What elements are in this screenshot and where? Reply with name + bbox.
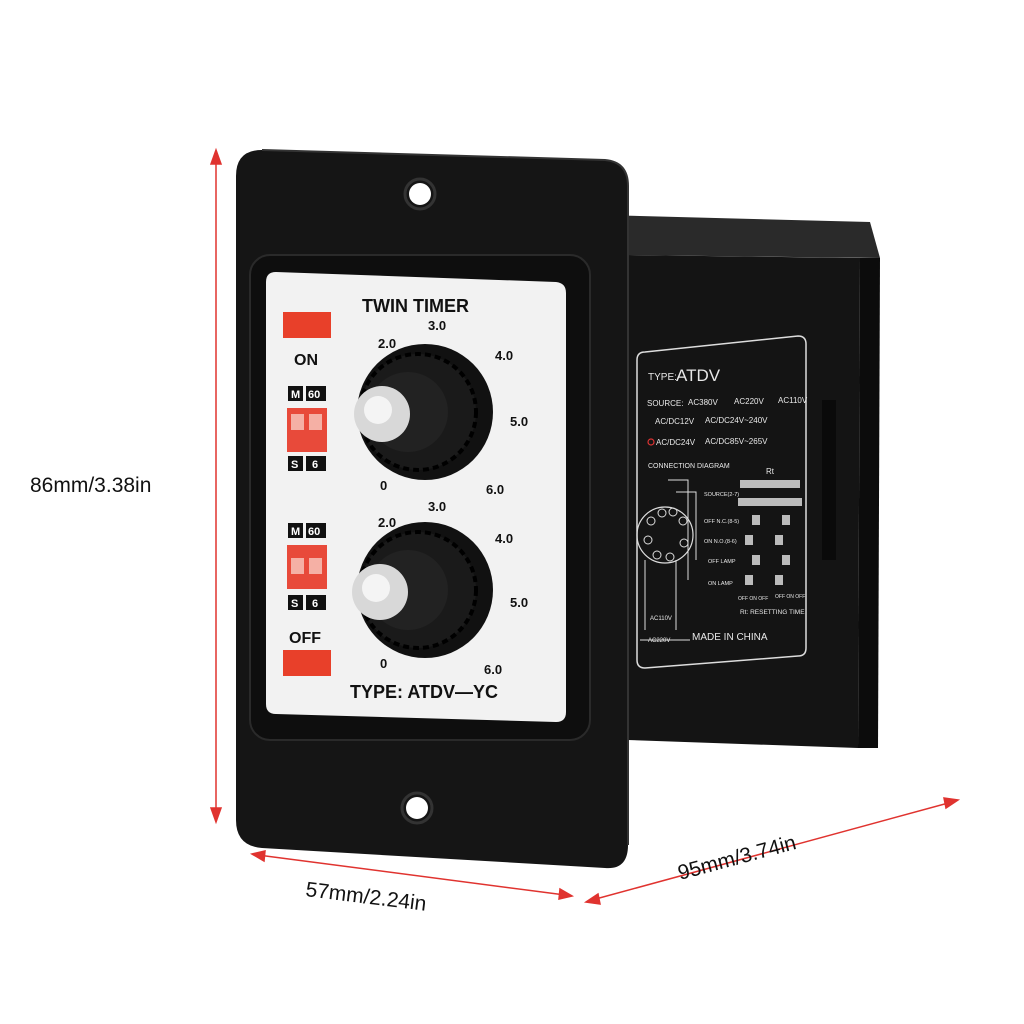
ac110-label: AC110V [650, 616, 672, 622]
row-off-lamp: OFF LAMP [708, 559, 736, 565]
source-acdc85-265: AC/DC85V~265V [705, 437, 768, 446]
dial-top-4: 4.0 [495, 348, 513, 363]
on-label: ON [294, 352, 318, 369]
range-switch-top[interactable]: M 60 S 6 [287, 386, 327, 471]
off-label: OFF [289, 630, 321, 647]
socket-diagram [636, 506, 694, 564]
dial-top-2: 2.0 [378, 336, 396, 351]
row-off-nc: OFF N.C.(8-5) [704, 519, 739, 525]
dial-top-6: 6.0 [486, 482, 504, 497]
dial-bottom-5: 5.0 [510, 595, 528, 610]
off-on-off-2: OFF ON OFF [775, 594, 805, 600]
dial-bottom-0: 0 [380, 656, 387, 671]
source-prefix: SOURCE: [647, 399, 683, 408]
selected-source-marker [647, 438, 655, 446]
depth-dimension-line [591, 801, 953, 901]
rt-label: Rt [766, 467, 775, 476]
dial-bottom-2: 2.0 [378, 515, 396, 530]
row-on-lamp: ON LAMP [708, 581, 733, 587]
type-label: TYPE: ATDV—YC [350, 682, 498, 702]
dial-bottom[interactable] [352, 522, 493, 658]
off-on-off-1: OFF ON OFF [738, 596, 768, 602]
mounting-hole-bottom [406, 797, 428, 819]
width-dimension-line [257, 854, 566, 896]
on-indicator [283, 312, 331, 338]
panel-title: TWIN TIMER [362, 296, 469, 316]
resetting-time: Rt: RESETTING TIME [740, 609, 805, 616]
switch-60: 60 [308, 389, 320, 401]
switch-s: S [291, 459, 298, 471]
source-acdc24: AC/DC24V [656, 438, 696, 447]
dial-top-5: 5.0 [510, 414, 528, 429]
switch-6: 6 [312, 598, 318, 610]
face-panel: TWIN TIMER ON OFF TYPE: ATDV—YC M 60 S 6… [266, 272, 566, 722]
timing-chart: Rt [738, 467, 802, 585]
source-ac110: AC110V [778, 396, 808, 405]
off-indicator [283, 650, 331, 676]
source-ac380: AC380V [688, 398, 718, 407]
dial-top-0: 0 [380, 478, 387, 493]
height-label: 86mm/3.38in [30, 474, 151, 497]
source-ac220: AC220V [734, 397, 764, 406]
made-in-china: MADE IN CHINA [692, 632, 768, 643]
dial-bottom-3: 3.0 [428, 499, 446, 514]
dial-bottom-6: 6.0 [484, 662, 502, 677]
dial-top-3: 3.0 [428, 318, 446, 333]
switch-m: M [291, 389, 300, 401]
ac220-label: AC220V [648, 638, 670, 644]
type-prefix: TYPE: [648, 372, 677, 383]
dial-top[interactable] [354, 344, 493, 480]
source-acdc12: AC/DC12V [655, 417, 695, 426]
row-source: SOURCE(2-7) [704, 492, 739, 498]
switch-m: M [291, 526, 300, 538]
width-label: 57mm/2.24in [304, 878, 427, 916]
connection-diagram-title: CONNECTION DIAGRAM [648, 463, 730, 470]
dial-bottom-4: 4.0 [495, 531, 513, 546]
switch-60: 60 [308, 526, 320, 538]
type-value: ATDV [676, 366, 721, 385]
side-label: TYPE: ATDV SOURCE: AC380V AC220V AC110V … [636, 335, 808, 669]
row-on-no: ON N.O.(8-6) [704, 539, 737, 545]
source-acdc24-240: AC/DC24V~240V [705, 416, 768, 425]
switch-6: 6 [312, 459, 318, 471]
mounting-hole-top [409, 183, 431, 205]
depth-label: 95mm/3.74in [675, 831, 798, 885]
range-switch-bottom[interactable]: M 60 S 6 [287, 523, 327, 610]
switch-s: S [291, 598, 298, 610]
